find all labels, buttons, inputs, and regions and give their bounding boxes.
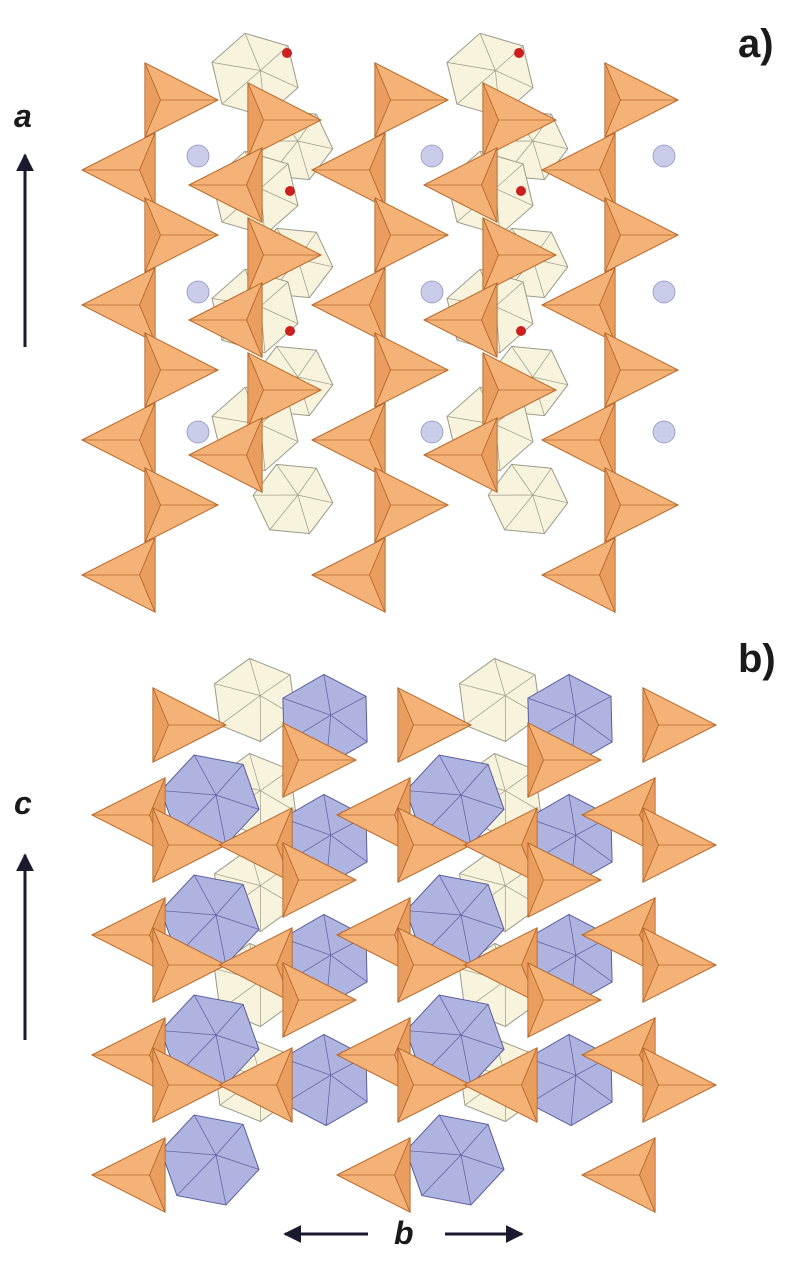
tetrahedron xyxy=(542,403,615,477)
tetrahedron xyxy=(375,63,448,137)
axis-c-label: c xyxy=(14,785,32,822)
cation-sphere xyxy=(187,421,209,443)
tetrahedron xyxy=(643,688,716,762)
tetrahedron xyxy=(643,928,716,1002)
axis-a-label: a xyxy=(14,98,32,135)
cation-sphere xyxy=(653,145,675,167)
tetrahedron xyxy=(582,1138,655,1212)
cation-sphere xyxy=(421,281,443,303)
tetrahedron xyxy=(312,538,385,612)
polyhedron-face xyxy=(406,1115,504,1205)
cation-sphere xyxy=(421,421,443,443)
tetrahedron xyxy=(375,468,448,542)
polyhedron-face xyxy=(488,464,568,533)
tetrahedron xyxy=(643,1048,716,1122)
tetrahedron xyxy=(145,198,218,272)
polyhedron-face xyxy=(161,1115,259,1205)
tetrahedron xyxy=(542,538,615,612)
cation-sphere xyxy=(187,145,209,167)
tetrahedron xyxy=(605,63,678,137)
tetrahedron xyxy=(82,133,155,207)
oxygen-atom xyxy=(516,186,526,196)
tetrahedron xyxy=(82,538,155,612)
tetrahedron xyxy=(82,268,155,342)
tetrahedron xyxy=(375,198,448,272)
oxygen-atom xyxy=(285,326,295,336)
polyhedron xyxy=(488,464,568,533)
axis-b-label: b xyxy=(394,1215,414,1252)
tetrahedron xyxy=(605,198,678,272)
tetrahedron xyxy=(398,688,471,762)
cation-sphere xyxy=(653,281,675,303)
oxygen-atom xyxy=(285,186,295,196)
tetrahedron xyxy=(337,1138,410,1212)
cation-sphere xyxy=(187,281,209,303)
panel-b-structure xyxy=(92,659,716,1213)
polyhedron xyxy=(161,1115,259,1205)
tetrahedron xyxy=(145,63,218,137)
oxygen-atom xyxy=(282,48,292,58)
polyhedron-face xyxy=(253,464,333,533)
oxygen-atom xyxy=(514,48,524,58)
tetrahedron xyxy=(145,468,218,542)
tetrahedron xyxy=(82,403,155,477)
polyhedron xyxy=(406,1115,504,1205)
panel-a-structure xyxy=(82,33,678,612)
tetrahedron xyxy=(605,468,678,542)
tetrahedron xyxy=(605,333,678,407)
tetrahedron xyxy=(145,333,218,407)
oxygen-atom xyxy=(516,326,526,336)
cation-sphere xyxy=(421,145,443,167)
panel-a-label: a) xyxy=(738,22,774,67)
tetrahedron xyxy=(312,403,385,477)
tetrahedron xyxy=(153,688,226,762)
tetrahedron xyxy=(643,808,716,882)
tetrahedron xyxy=(92,1138,165,1212)
tetrahedron xyxy=(375,333,448,407)
cation-sphere xyxy=(653,421,675,443)
polyhedron xyxy=(253,464,333,533)
panel-b-label: b) xyxy=(738,637,776,682)
